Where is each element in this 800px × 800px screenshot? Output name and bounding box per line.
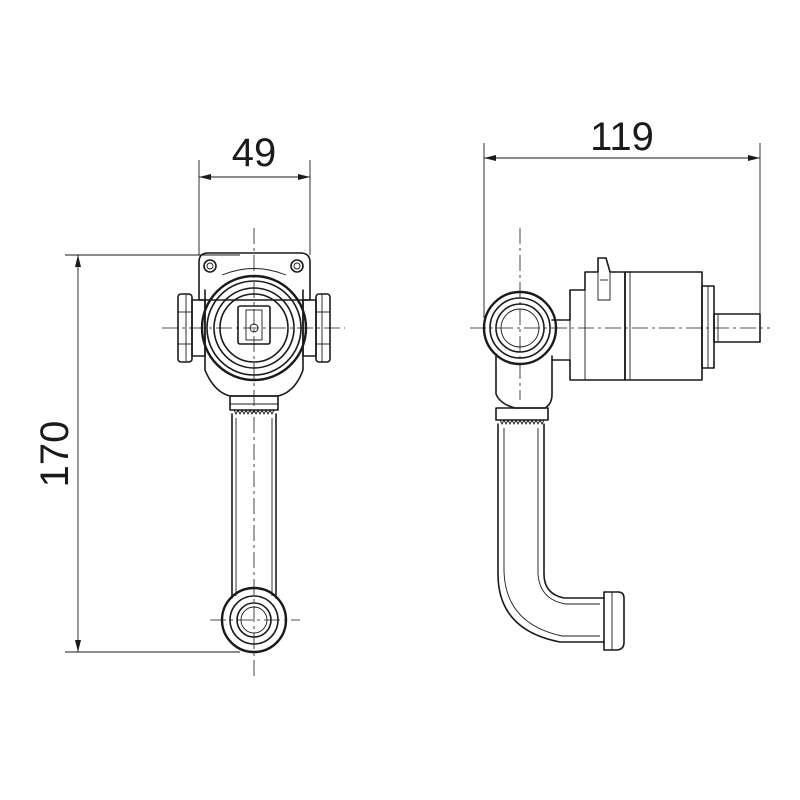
front-view (162, 228, 345, 680)
dimension-label-119: 119 (590, 115, 654, 159)
dimension-front-width: 49 (198, 131, 311, 255)
dimension-front-height: 170 (33, 254, 240, 653)
dimension-label-49: 49 (232, 131, 277, 175)
dimension-label-170: 170 (33, 421, 77, 488)
side-view (470, 228, 770, 651)
dimension-side-depth: 119 (483, 115, 761, 330)
